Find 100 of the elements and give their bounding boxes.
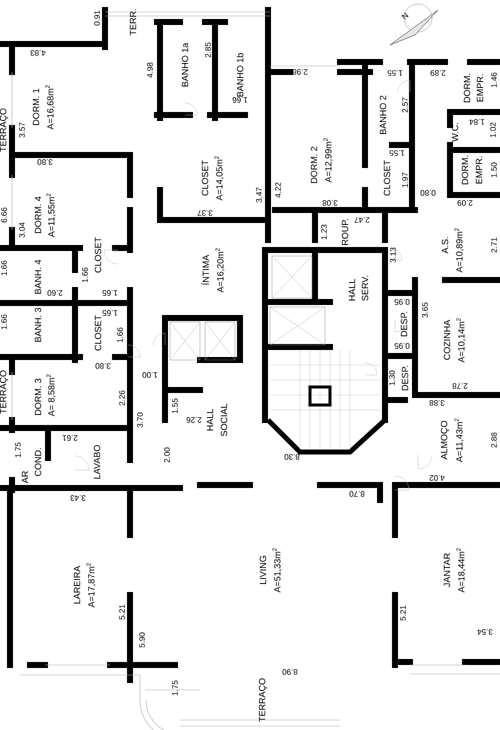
area-label: A=11,43m$^{2}$ [454,418,464,462]
room-name: EMPR. [476,74,484,102]
room-name: CLOSET [202,160,208,196]
dimension-label: 1.30 [389,370,395,386]
room-name: TERRAÇO [0,108,8,152]
room-name: TERRAÇO [258,678,268,722]
dimension-label: 3.80 [38,159,52,165]
dimension-label: 2.26 [186,417,202,423]
dimension-label: 1.66 [1,260,7,276]
dimension-label: 0.91 [94,10,100,26]
dimension-label: 3.70 [137,412,143,428]
area-label: A=10,89m$^{2}$ [454,228,464,273]
dimension-label: 8.70 [350,491,364,497]
dimension-label: 2.00 [164,448,170,462]
room-name: DORM. 3 [34,378,42,416]
dimension-label: 1.65 [102,310,118,316]
dimension-label: 8.30 [284,454,300,460]
dimension-label: 1.65 [102,290,118,296]
room-name: COZINHA [444,320,450,360]
dimension-label: 3.08 [322,200,338,206]
dimension-label: 2.26 [119,390,125,406]
room-name: DESP. [400,312,408,336]
dimension-label: 4.22 [275,182,281,198]
dimension-label: 1.50 [491,162,497,178]
dimension-label: 3.47 [256,188,262,202]
room-name: COND. [34,448,42,476]
area-label: A=18,44m$^{2}$ [456,548,466,593]
room-name: A.S. [442,237,448,254]
dimension-label: 3.65 [422,302,428,318]
dimension-label: 1.97 [402,172,408,188]
dimension-label: 1.75 [172,680,178,696]
dimension-label: 1.46 [491,72,497,88]
dimension-label: 1.55 [172,398,178,414]
dimension-label: 0.80 [420,190,436,196]
dimension-label: 1.55 [390,150,404,156]
dimension-label: 2.57 [402,98,408,112]
room-name: CLOSET [94,315,102,351]
dimension-label: 1.66 [1,314,7,330]
dimension-label: 8.90 [282,669,298,675]
room-name: HALL [348,279,356,301]
dimension-label: 2.61 [62,435,78,441]
dimension-label: 3.80 [96,363,110,369]
dimension-label: 1.66 [82,268,88,282]
area-label: A=17,87m$^{2}$ [86,563,96,608]
area-label: A=14,05m$^{2}$ [214,156,224,201]
room-name: SOCIAL [220,404,228,436]
room-name: LAREIRA [74,566,80,604]
area-label: A=11,55m$^{2}$ [46,194,56,238]
dimension-label: 3.37 [198,210,212,216]
room-name: ALMOÇO [440,420,450,460]
dimension-label: 3.43 [70,495,86,501]
dimension-label: 2.98 [292,69,308,75]
room-name: AR [22,471,28,484]
area-label: A=16,20m$^{2}$ [215,248,225,293]
room-name: DORM. 2 [310,146,318,184]
dimension-label: 1.02 [490,122,496,138]
room-name: TERRAÇO [0,370,8,414]
area-label: A= 8,58m$^{2}$ [46,374,56,416]
dimension-label: 0.95 [394,299,410,305]
dimension-label: 2.71 [491,238,497,252]
room-name: ROUP. [342,219,348,245]
dimension-label: 1.66 [232,97,248,103]
dimension-label: 3.88 [430,400,444,406]
area-label: A=12,99m$^{2}$ [323,138,333,183]
room-name: CLOSET [94,237,102,273]
dimension-label: 3.54 [477,629,492,635]
dimension-label: 1.84 [469,119,484,125]
room-name: LAVABO [94,445,100,479]
area-label: A=16,68m$^{2}$ [45,85,55,130]
dimension-label: 2.85 [205,42,211,58]
room-name: TERR. [130,9,136,36]
room-name: DORM. 1 [32,88,40,126]
dimension-label: 2.89 [430,70,446,76]
room-name: BANHO 1a [182,42,188,87]
room-name: DORM. [464,74,470,102]
room-name: ÍNTIMA [201,254,209,285]
room-name: EMPR. [476,156,482,184]
dimension-label: 4.02 [430,475,445,481]
north-label: N [401,12,409,20]
room-name: LIVING [260,556,266,584]
room-name: JANTAR [444,553,450,588]
area-label: A=10,14m$^{2}$ [456,318,466,363]
dimension-label: 1.75 [15,442,21,458]
dimension-label: 1.23 [321,224,327,240]
room-name: SERV. [362,276,368,301]
room-name: BANH. 3 [34,308,42,342]
dimension-label: 6.66 [1,208,7,222]
room-name: BANHO 1b [236,53,244,97]
room-name: CLOSET [384,160,390,196]
dimension-label: 2.60 [48,290,62,296]
room-name: DESP. [402,366,408,390]
room-name: DORM. [462,156,468,184]
dimension-label: 4.83 [30,50,46,56]
dimension-label: 3.13 [390,248,396,262]
dimension-label: 1.00 [142,372,158,378]
dimension-label: 4.98 [147,62,153,78]
room-name: BANH. 4 [34,260,42,294]
dimension-label: 5.90 [139,632,145,648]
dimension-label: 5.21 [119,604,125,620]
dimension-label: 2.88 [491,432,497,448]
